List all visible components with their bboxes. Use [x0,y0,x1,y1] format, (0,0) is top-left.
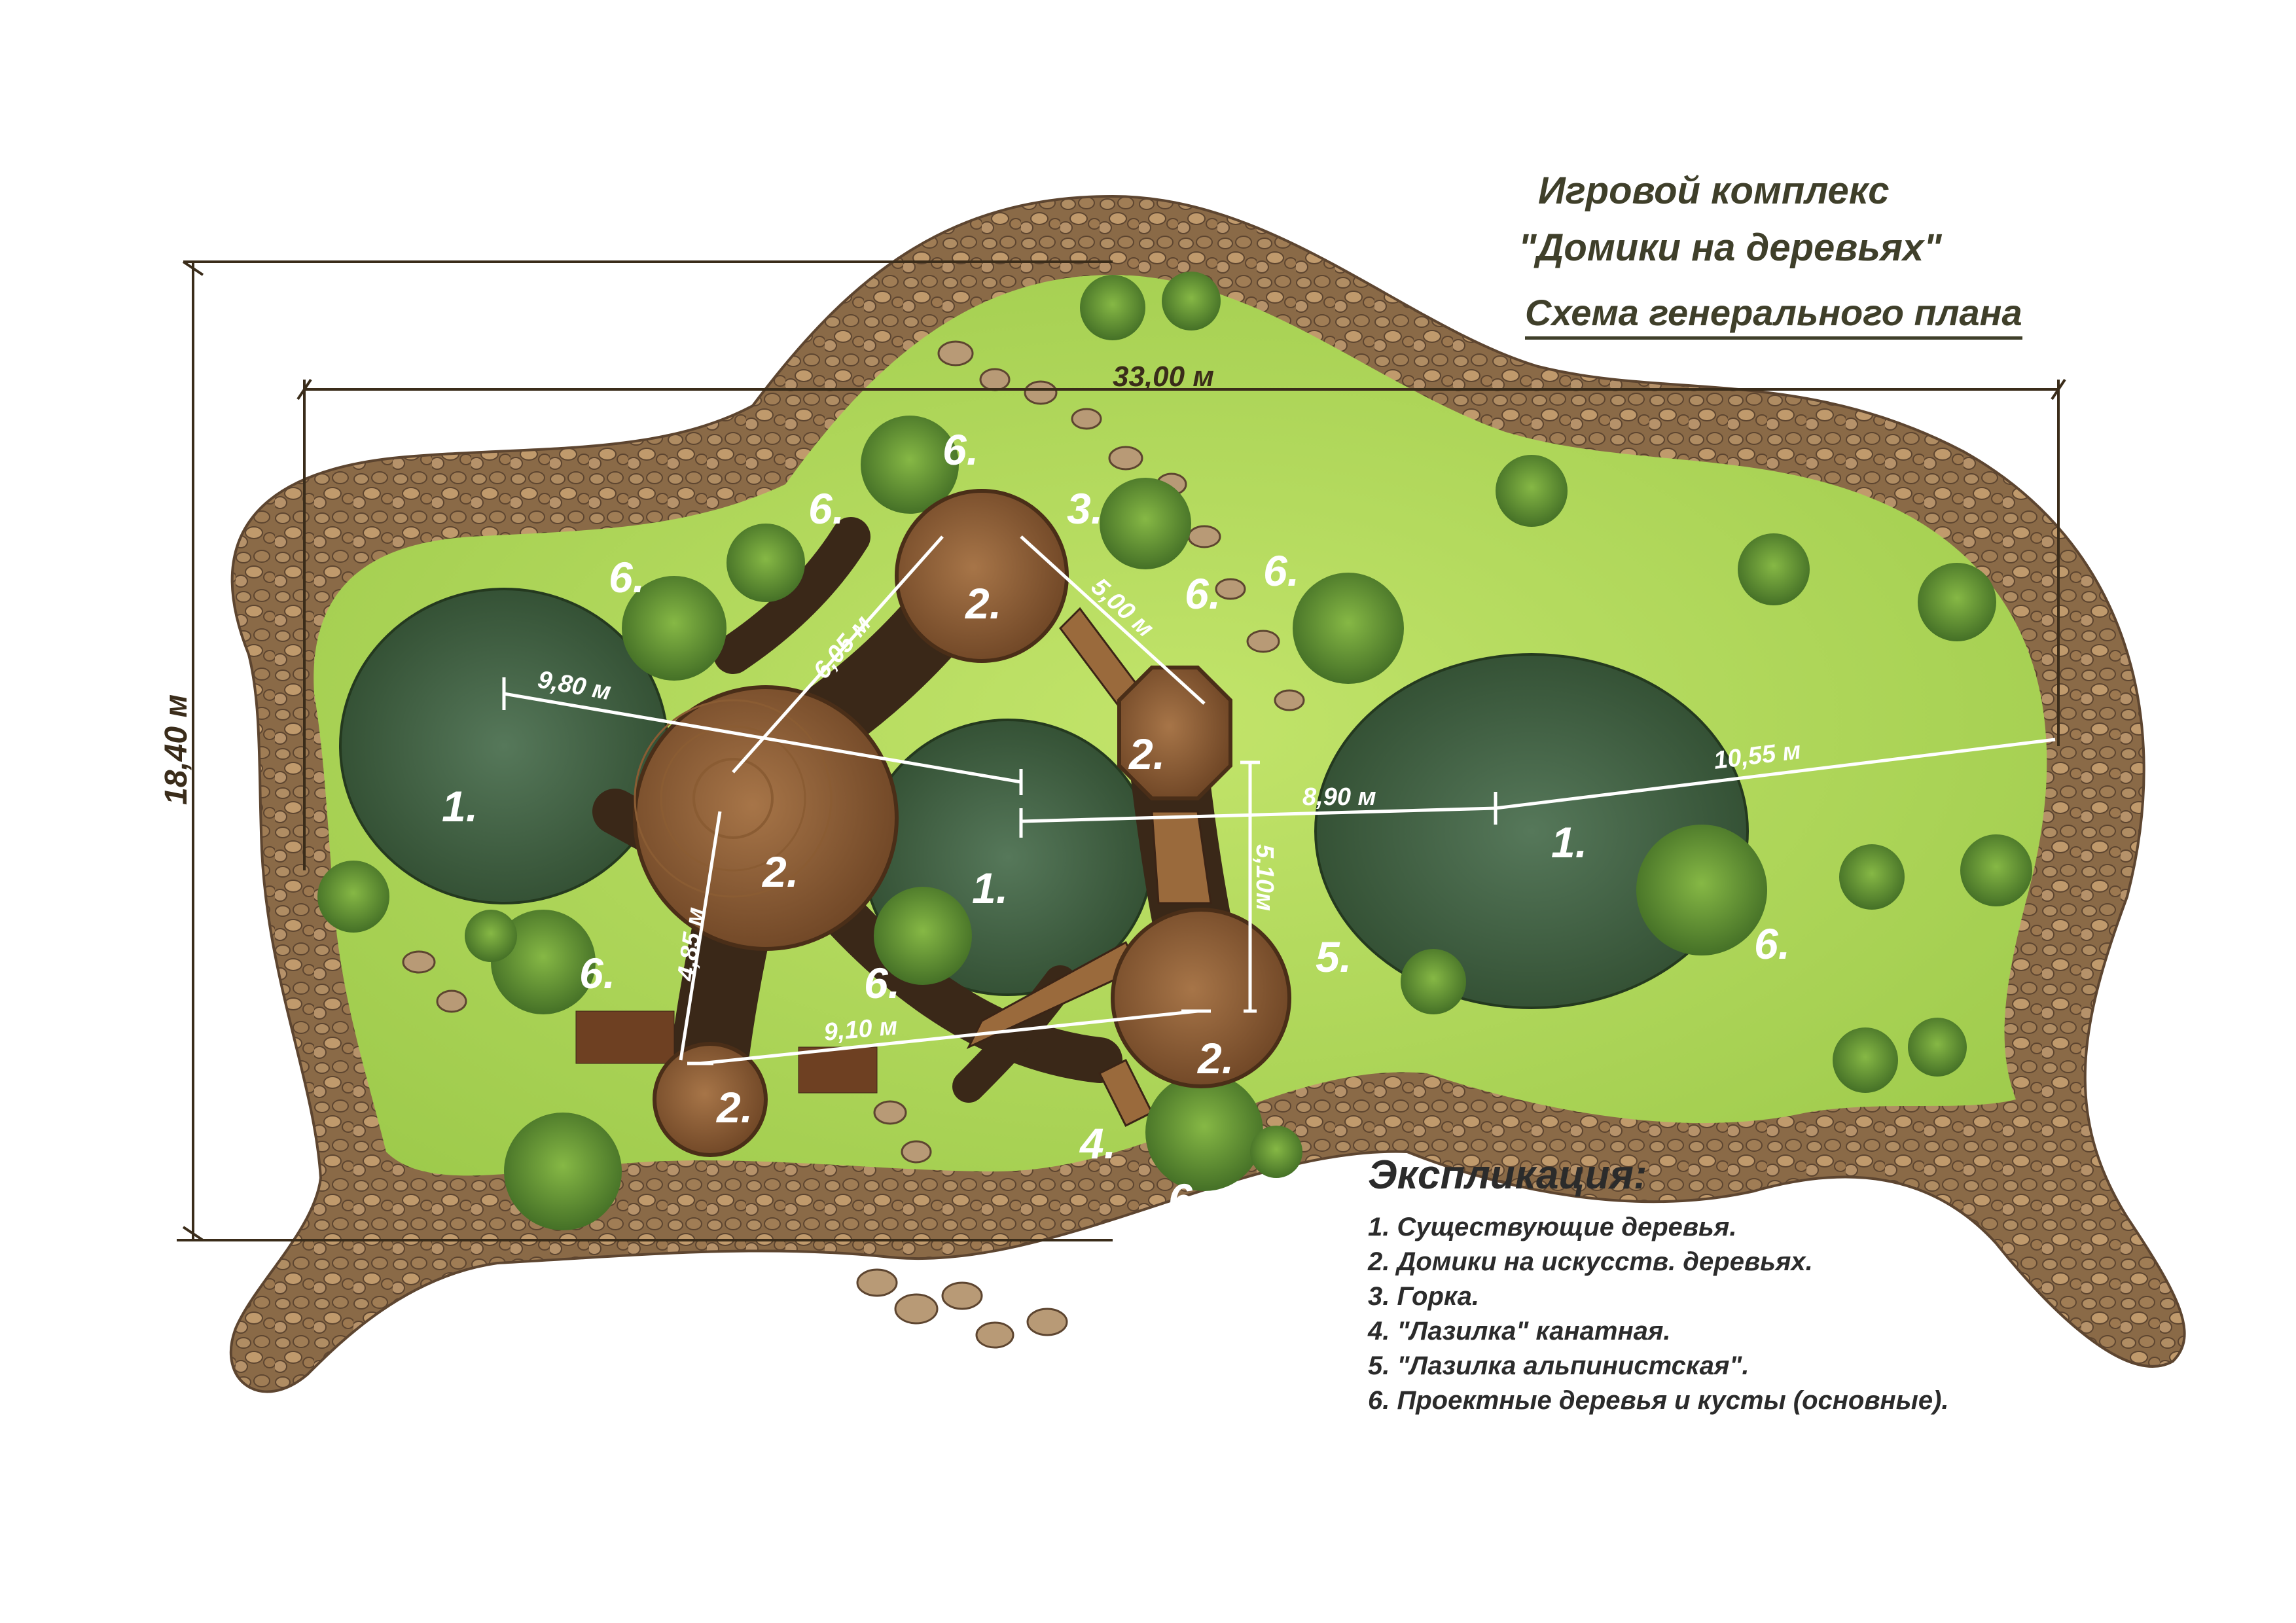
legend-item: 4. "Лазилка" канатная. [1368,1317,1671,1346]
legend-title: Экспликация: [1368,1152,1647,1198]
legend-item: 1. Существующие деревья. [1368,1213,1737,1241]
legend-list: 1. Существующие деревья. 2. Домики на ис… [1368,1210,1949,1418]
marker-planting: 6. [1168,1175,1204,1223]
marker-slide: 3. [1067,484,1103,533]
walkways [575,607,1212,1128]
marker-house: 2. [1128,730,1165,778]
marker-house: 2. [1196,1034,1234,1082]
marker-planting: 6. [942,425,978,474]
marker-house: 2. [715,1083,753,1132]
marker-house: 2. [964,579,1001,628]
dim-overall-width: 33,00 м [1113,361,1214,393]
marker-existing-tree: 1. [442,782,478,830]
legend-item: 2. Домики на искусств. деревьях. [1368,1247,1813,1276]
legend: Экспликация: 1. Существующие деревья. 2.… [1368,1152,1949,1418]
marker-planting: 6. [579,949,615,997]
legend-item: 3. Горка. [1368,1282,1480,1311]
dim-5-10: 5,10м [1251,844,1278,911]
marker-planting: 6. [1185,569,1221,618]
tree-houses [633,489,1291,1157]
marker-planting: 6. [808,484,844,533]
dim-overall-height: 18,40 м [159,694,194,805]
dimension-ticks [502,677,1498,1065]
marker-existing-tree: 1. [1551,818,1587,866]
dim-8-90: 8,90 м [1302,783,1376,811]
stepping-stones [402,340,1305,1349]
page-title: Игровой комплекс [1538,169,1890,212]
marker-house: 2. [761,847,798,896]
legend-item: 5. "Лазилка альпинистская". [1368,1351,1749,1380]
marker-planting: 6. [609,553,645,601]
planted-shrubs [317,272,2032,1230]
marker-planting: 6. [1754,919,1790,968]
plan-subtitle: Схема генерального плана [1525,291,2022,340]
marker-rope-climber: 4. [1079,1119,1116,1168]
marker-existing-tree: 1. [972,864,1008,912]
marker-planting: 6. [1263,546,1299,595]
marker-planting: 6. [864,959,900,1007]
element-markers: 1. 1. 1. 2. 2. 2. 2. 2. 3. 4. 5. 6. 6. 6… [442,425,1790,1223]
frame-dimensions [177,260,2066,1241]
project-name: "Домики на деревьях" [1518,226,1942,269]
marker-alpine-climber: 5. [1316,933,1352,981]
internal-dimensions [503,535,2056,1065]
legend-item: 6. Проектные деревья и кусты (основные). [1368,1386,1949,1415]
dim-9-10: 9,10 м [823,1012,899,1046]
